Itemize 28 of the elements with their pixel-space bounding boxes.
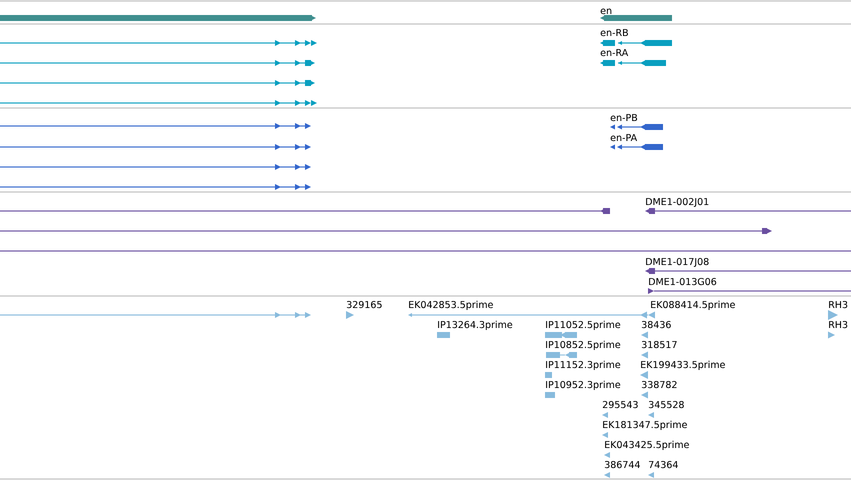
feature-label: EK088414.5prime [651, 300, 735, 310]
feature-label: EK043425.5prime [605, 440, 689, 450]
feature-label: RH3 [829, 320, 848, 328]
feature-label: IP11052.5prime [546, 320, 620, 330]
feature-label: IP10852.5prime [546, 340, 620, 350]
feature-label: 386744 [604, 460, 640, 468]
feature-label: IP13264.3prime [438, 320, 512, 330]
feature-label: 38436 [642, 320, 671, 328]
feature-label: EK042853.5prime [409, 300, 493, 310]
feature-label: DME1-002J01 [646, 198, 708, 207]
feature-label: EK199433.5prime [641, 360, 725, 370]
feature-label: 318517 [642, 340, 677, 348]
feature-label: en-RB [600, 29, 628, 36]
feature-label: IP11152.3prime [546, 360, 620, 370]
feature-label: en-PA [610, 134, 638, 142]
feature-label: 74364 [649, 460, 678, 468]
feature-label: EK181347.5prime [603, 420, 687, 430]
feature-label: en-RA [600, 49, 628, 56]
feature-label: RH3 [829, 300, 848, 308]
feature-label: DME1-017J08 [646, 258, 709, 267]
feature-label: 345528 [648, 400, 684, 408]
feature-label: DME1-013G06 [649, 278, 716, 286]
feature-label: 329165 [346, 300, 382, 308]
feature-label: en-PB [610, 114, 638, 122]
feature-label: IP10952.3prime [546, 380, 620, 390]
feature-label: 338782 [642, 380, 677, 388]
feature-label: en [600, 8, 612, 14]
feature-label: 295543 [602, 400, 638, 408]
